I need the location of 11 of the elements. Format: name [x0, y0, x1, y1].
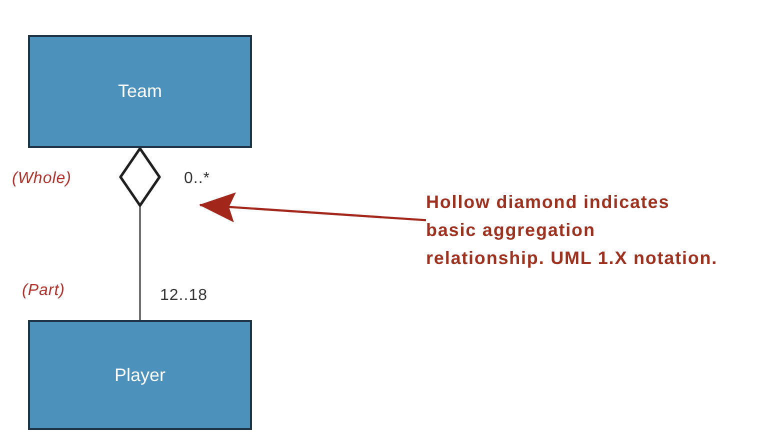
aggregation-line: [119, 147, 161, 320]
class-box: [28, 320, 252, 430]
role-label: (Part): [22, 282, 65, 300]
class-name: Player: [114, 364, 166, 386]
multiplicity-label: 0..*: [184, 170, 210, 188]
class-box: [28, 35, 252, 148]
role-label: (Whole): [12, 170, 72, 188]
multiplicity-label: 12..18: [160, 287, 208, 305]
arrow: [199, 192, 426, 222]
note-text: Hollow diamond indicates basic aggregation relationship. UML 1.X notation.: [426, 188, 718, 272]
class-name: Team: [118, 81, 162, 102]
